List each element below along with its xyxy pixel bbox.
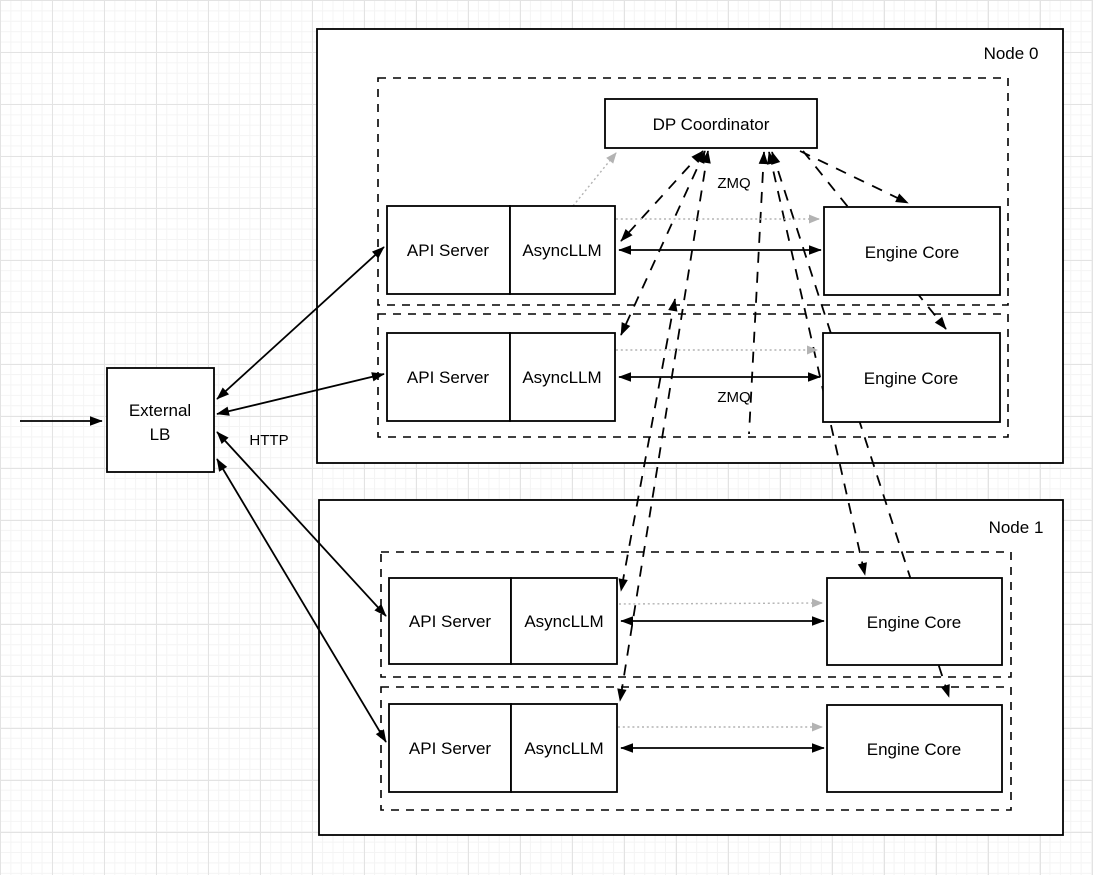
solid-arrow-lb-api-n0r1	[216, 372, 385, 416]
zmq-engine-edge-label: ZMQ	[717, 389, 750, 406]
dashed-arrow-coordinator-engine-n1r1	[771, 151, 950, 698]
engine-core-box-n1r1	[826, 704, 1003, 793]
external-lb-box	[106, 367, 215, 473]
api-server-label-n0r1: API Server	[407, 368, 490, 387]
asyncllm-label-n1r1: AsyncLLM	[524, 739, 603, 758]
api-server-box-n0r0	[386, 205, 511, 295]
api-server-label-n1r1: API Server	[409, 739, 492, 758]
asyncllm-box-n1r1	[510, 703, 618, 793]
dp-coordinator-box	[604, 98, 818, 149]
engine-core-box-n0r0	[823, 206, 1001, 296]
dashed-arrow-coordinator-asyncllm-n1r0	[618, 298, 678, 592]
engine-core-label-n1r1: Engine Core	[867, 740, 962, 759]
node1-label: Node 1	[989, 518, 1044, 537]
dashed-arrow-coordinator-asyncllm-n1r1	[617, 150, 711, 702]
asyncllm-label-n0r0: AsyncLLM	[522, 241, 601, 260]
http-edge-label: HTTP	[249, 432, 288, 449]
node0-label: Node 0	[984, 44, 1039, 63]
solid-arrow-lb-api-n1r1	[216, 458, 387, 743]
dotted-arrow-asyncllm-coordinator	[572, 152, 617, 207]
external-lb-label-line2: LB	[150, 425, 171, 444]
engine-core-box-n0r1	[822, 332, 1001, 423]
dp-coordinator-label: DP Coordinator	[653, 115, 770, 134]
api-server-label-n1r0: API Server	[409, 612, 492, 631]
dotted-arrow-asyncllm-engine-n1r0	[618, 598, 823, 608]
api-server-label-n0r0: API Server	[407, 241, 490, 260]
asyncllm-label-n1r0: AsyncLLM	[524, 612, 603, 631]
asyncllm-box-n0r1	[509, 332, 616, 422]
engine-core-label-n0r1: Engine Core	[864, 369, 959, 388]
asyncllm-box-n0r0	[509, 205, 616, 295]
engine-core-label-n1r0: Engine Core	[867, 613, 962, 632]
api-server-box-n0r1	[386, 332, 511, 422]
api-server-box-n1r0	[388, 577, 512, 665]
zmq-coordinator-edge-label: ZMQ	[717, 175, 750, 192]
asyncllm-label-n0r1: AsyncLLM	[522, 368, 601, 387]
api-server-box-n1r1	[388, 703, 512, 793]
dashed-arrow-engine-coordinator	[748, 151, 769, 435]
engine-core-box-n1r0	[826, 577, 1003, 666]
external-lb-label-line1: External	[129, 401, 191, 420]
asyncllm-box-n1r0	[510, 577, 618, 665]
engine-core-label-n0r0: Engine Core	[865, 243, 960, 262]
